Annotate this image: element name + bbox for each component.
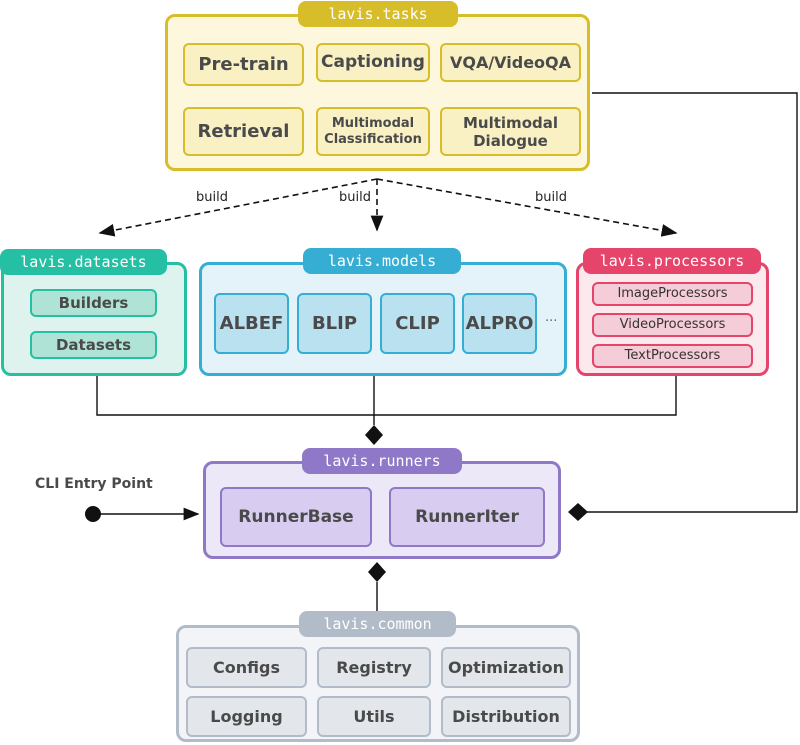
- datasets-datasets: Datasets: [30, 331, 157, 359]
- build-arrow-processors: [376, 178, 678, 237]
- task-captioning: Captioning: [316, 43, 430, 82]
- common-utils: Utils: [317, 696, 431, 737]
- tasks-to-runners-line: [587, 92, 798, 513]
- runner-base: RunnerBase: [220, 487, 372, 547]
- runners-tag: lavis.runners: [302, 448, 462, 474]
- build-label-right: build: [535, 190, 567, 205]
- runner-iter: RunnerIter: [389, 487, 545, 547]
- processors-to-runners-line: [374, 376, 677, 416]
- common-configs: Configs: [186, 647, 307, 688]
- model-albef: ALBEF: [214, 293, 289, 354]
- model-clip: CLIP: [380, 293, 455, 354]
- processors-tag: lavis.processors: [583, 248, 761, 274]
- model-alpro: ALPRO: [462, 293, 537, 354]
- common-distribution: Distribution: [441, 696, 571, 737]
- cli-entry-label: CLI Entry Point: [35, 476, 153, 492]
- common-logging: Logging: [186, 696, 307, 737]
- task-vqa: VQA/VideoQA: [440, 43, 581, 82]
- task-multimodal-dialogue: Multimodal Dialogue: [440, 107, 581, 156]
- datasets-builders: Builders: [30, 289, 157, 317]
- task-retrieval: Retrieval: [183, 107, 304, 156]
- task-pretrain: Pre-train: [183, 43, 304, 86]
- common-registry: Registry: [317, 647, 431, 688]
- task-multimodal-classification: Multimodal Classification: [316, 107, 430, 156]
- common-tag: lavis.common: [299, 611, 456, 637]
- tasks-tag: lavis.tasks: [298, 1, 458, 27]
- processor-video: VideoProcessors: [592, 313, 753, 337]
- processor-text: TextProcessors: [592, 344, 753, 368]
- build-arrow-datasets: [98, 178, 378, 237]
- runners-aggregation-diamond-right: [568, 503, 588, 521]
- models-ellipsis: ...: [545, 310, 558, 325]
- build-label-left: build: [196, 190, 228, 205]
- runners-aggregation-diamond-bottom: [368, 562, 386, 582]
- model-blip: BLIP: [297, 293, 372, 354]
- common-optimization: Optimization: [441, 647, 571, 688]
- datasets-to-runners-line: [96, 376, 374, 416]
- processor-image: ImageProcessors: [592, 282, 753, 306]
- build-label-middle: build: [339, 190, 371, 205]
- models-tag: lavis.models: [303, 248, 461, 274]
- datasets-tag: lavis.datasets: [0, 249, 167, 275]
- runners-aggregation-diamond-top: [365, 425, 383, 445]
